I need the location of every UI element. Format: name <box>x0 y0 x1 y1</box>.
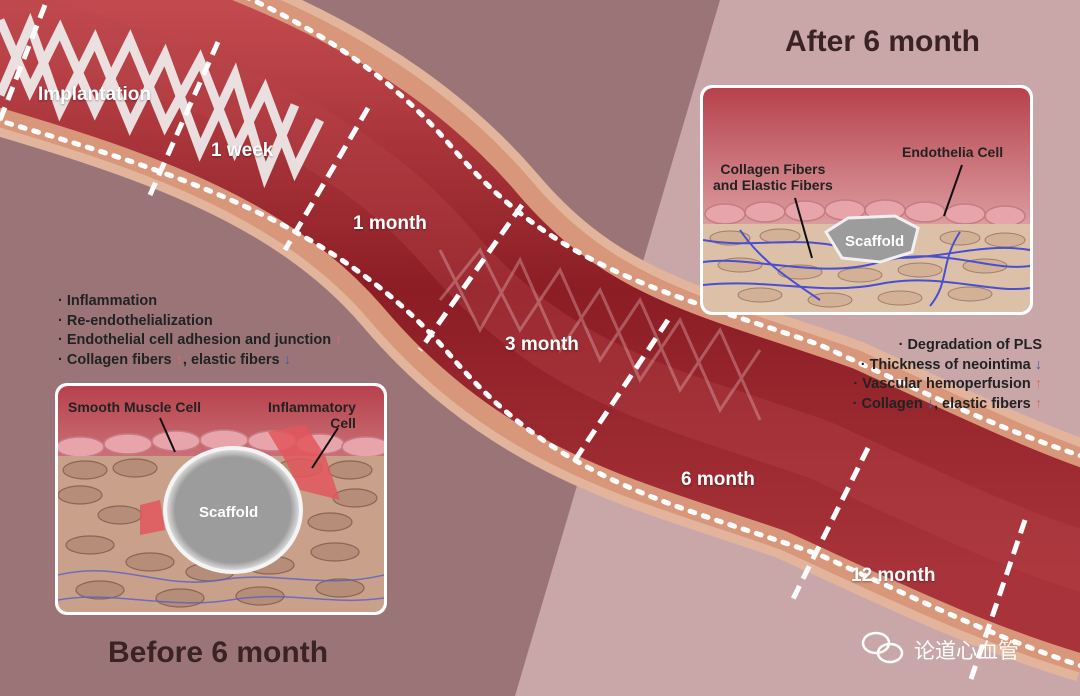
after-bullet-item: · Degradation of PLS <box>898 337 1042 353</box>
after-inset <box>700 85 1033 315</box>
after-bullet-item: · Vascular hemoperfusion ↑ <box>853 376 1042 392</box>
endothelia-cell-label: Endothelia Cell <box>902 144 1004 160</box>
before-heading: Before 6 month <box>108 636 329 669</box>
stage-label-12-month: 12 month <box>851 565 936 586</box>
after-bullet-item: · Collagen ↓, elastic fibers ↑ <box>852 395 1042 412</box>
after-bullet-item: · Thickness of neointima ↓ <box>860 356 1042 373</box>
stage-label-1-month: 1 month <box>353 213 427 234</box>
before-bullet-item: · Inflammation <box>58 293 158 309</box>
scaffold-ghost <box>438 247 762 421</box>
stage-label-implantation: Implantation <box>38 84 151 105</box>
after-bullet-list: · Degradation of PLS · Thickness of neoi… <box>853 336 1042 414</box>
before-bullet-item: · Re-endothelialization <box>58 312 213 329</box>
before-bullet-item: · Collagen fibers ↑, elastic fibers ↓ <box>58 351 291 368</box>
smooth-muscle-cell-label: Smooth Muscle Cell <box>68 399 202 415</box>
stage-label-1-week: 1 week <box>211 140 274 161</box>
before-inset <box>55 383 387 615</box>
watermark-text: 论道心血管 <box>914 639 1019 663</box>
down-arrow-icon: ↓ <box>1034 356 1042 373</box>
collagen-fibers-label: Collagen Fibers and Elastic Fibers <box>713 161 833 193</box>
up-arrow-icon: ↑ <box>1034 395 1042 412</box>
blood-vessel <box>0 0 1080 682</box>
after-heading: After 6 month <box>785 25 980 58</box>
up-arrow-icon: ↑ <box>175 351 183 368</box>
before-bullet-list: · Inflammation · Re-endothelialization ·… <box>58 292 342 370</box>
after-scaffold-label: Scaffold <box>845 233 905 250</box>
stage-label-6-month: 6 month <box>681 469 755 490</box>
scaffold-lattice <box>0 12 325 189</box>
wechat-logo-icon <box>861 631 904 664</box>
before-scaffold-label: Scaffold <box>199 504 259 521</box>
up-arrow-icon: ↑ <box>1034 376 1042 392</box>
segment-dividers <box>0 4 1028 683</box>
before-bullet-item: · Endothelial cell adhesion and junction… <box>58 332 343 348</box>
up-arrow-icon: ↑ <box>335 332 343 348</box>
inflammatory-cell-label: Inflammatory Cell <box>268 399 356 431</box>
down-arrow-icon: ↓ <box>926 395 934 412</box>
stage-label-3-month: 3 month <box>505 334 579 355</box>
down-arrow-icon: ↓ <box>283 351 291 368</box>
